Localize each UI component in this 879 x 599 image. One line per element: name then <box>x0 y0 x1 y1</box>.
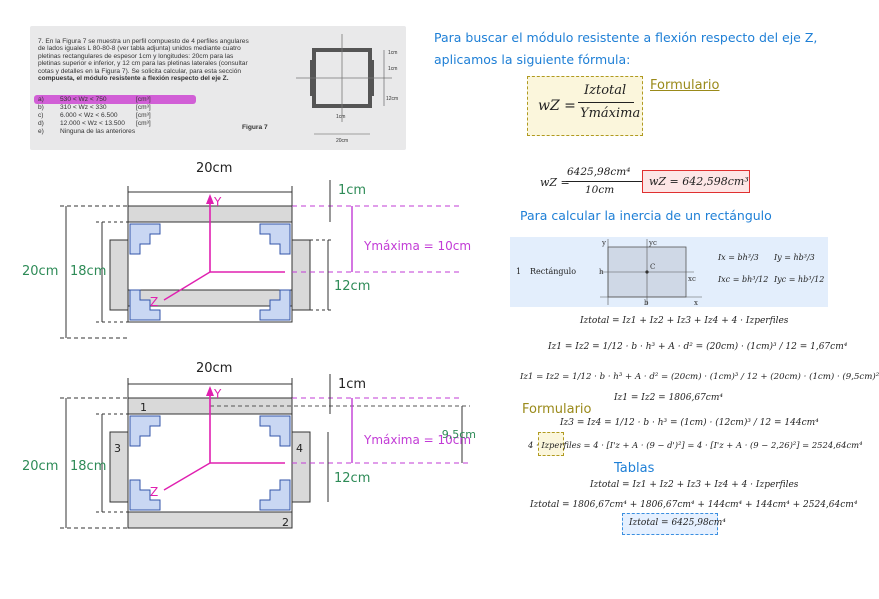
axis-label: b <box>644 299 649 307</box>
figure-7-drawing: 1cm 1cm 12cm 20cm 1cm <box>296 34 398 144</box>
plate-number-2: 2 <box>282 516 289 529</box>
option-d: d)12.000 < Wz < 13.500[cm³] <box>38 120 151 127</box>
heading-rectangulo: Para calcular la inercia de un rectángul… <box>520 208 772 223</box>
formula-box: wZ = Iztotal Ymáxima <box>527 76 643 136</box>
inertia-result-box: Iztotal = 6425,98cm⁴ <box>622 513 726 535</box>
problem-text: 7. En la Figura 7 se muestra un perfil c… <box>38 38 300 82</box>
fraction-bar <box>578 102 634 103</box>
formulario-dash-box <box>538 432 564 456</box>
dim-inner-height: 18cm <box>70 459 106 474</box>
dim-thickness: 1cm <box>338 183 366 198</box>
eq-total: Iztotal = Iz1 + Iz2 + Iz3 + Iz4 + 4 · Iz… <box>580 316 789 326</box>
axis-label: h <box>599 268 604 276</box>
tablas-label: Tablas <box>614 461 655 476</box>
ymax-label: Ymáxima = 10cm <box>363 433 471 447</box>
dim-top-width: 20cm <box>196 161 232 176</box>
option-b: b)310 < Wz < 330[cm³] <box>38 104 151 111</box>
option-a: a)530 < Wz < 750[cm³] <box>38 96 151 103</box>
formulario-label-2: Formulario <box>522 402 592 417</box>
fig-dim: 1cm <box>388 50 397 56</box>
plate-number-3: 3 <box>114 442 121 455</box>
problem-line: cotas y detalles en la Figura 7). Se sol… <box>38 67 242 75</box>
option-e: e)Ninguna de las anteriores <box>38 128 136 135</box>
axis-label: x <box>694 299 698 307</box>
dim-top-width: 20cm <box>196 361 232 376</box>
calc-arrow <box>634 181 644 182</box>
dim-side: 12cm <box>334 279 370 294</box>
section-diagram-2: 20cm 1cm 20cm 18cm 12cm Ymáxima = 10cm 9… <box>22 361 476 529</box>
dim-outer-height: 20cm <box>22 459 58 474</box>
figure-label: Figura 7 <box>242 124 268 131</box>
dim-distance: 9,5cm <box>442 428 476 441</box>
fig-dim: 1cm <box>388 66 397 72</box>
axis-y-label: Y <box>213 195 222 209</box>
result-box: wZ = 642,598cm³ <box>642 170 750 193</box>
fig-dim: 1cm <box>336 114 345 120</box>
axis-z-label: Z <box>150 485 158 499</box>
formula-iyc: Iyc = hb³/12 <box>774 275 825 284</box>
dim-side: 12cm <box>334 471 370 486</box>
eq-total-result: Iztotal = 6425,98cm⁴ <box>629 518 726 528</box>
heading-formula: aplicamos la siguiente fórmula: <box>434 52 631 67</box>
calc-denominator: 10cm <box>585 184 615 196</box>
problem-line: compuesta, el módulo resistente a flexió… <box>38 75 229 83</box>
formula-ix: Ix = bh³/3 <box>718 253 759 262</box>
formula-numerator: Iztotal <box>584 83 627 98</box>
calc-numerator: 6425,98cm⁴ <box>567 166 631 178</box>
heading-modulo: Para buscar el módulo resistente a flexi… <box>434 30 818 45</box>
section-diagram-1: 20cm 1cm 20cm 18cm 12cm Ymáxima = 10cm Y… <box>22 161 471 339</box>
axis-label: C <box>650 263 655 271</box>
problem-line: de lados iguales L 80-80-8 (ver tabla ad… <box>38 45 241 53</box>
axis-label: yc <box>648 239 657 247</box>
plate-number-1: 1 <box>140 401 147 414</box>
rectangle-table: 1 Rectángulo y yc h C xc b x Ix = bh³/3 … <box>510 237 828 307</box>
eq-side-plates: Iz3 = Iz4 = 1/12 · b · h³ = (1cm) · (12c… <box>560 418 819 428</box>
option-c: c)6.000 < Wz < 6.500[cm³] <box>38 112 151 119</box>
problem-photo: 7. En la Figura 7 se muestra un perfil c… <box>30 26 406 150</box>
problem-line: 7. En la Figura 7 se muestra un perfil c… <box>38 38 249 45</box>
eq-profiles: 4 · Izperfiles = 4 · [I'z + A · (9 − d')… <box>528 440 863 450</box>
table-shape-name: Rectángulo <box>530 267 577 276</box>
ymax-label: Ymáxima = 10cm <box>363 239 471 253</box>
formula-ixc: Ixc = bh³/12 <box>718 275 769 284</box>
eq-plates-1: Iz1 = Iz2 = 1/12 · b · h³ + A · d² = (20… <box>548 342 848 352</box>
eq-plates-result: Iz1 = Iz2 = 1806,67cm⁴ <box>614 393 723 403</box>
eq-total-sum: Iztotal = 1806,67cm⁴ + 1806,67cm⁴ + 144c… <box>530 500 858 510</box>
eq-plates-2: Iz1 = Iz2 = 1/12 · b · h³ + A · d² = (20… <box>520 372 879 382</box>
fig-dim: 12cm <box>386 96 398 102</box>
eq-total-2: Iztotal = Iz1 + Iz2 + Iz3 + Iz4 + 4 · Iz… <box>590 480 799 490</box>
calc-fraction-bar <box>566 181 634 182</box>
problem-line: pletinas rectangulares de espesor 1cm y … <box>38 52 234 60</box>
calc-lhs: wZ = <box>540 176 570 189</box>
answer-highlight <box>34 95 196 104</box>
formulario-label: Formulario <box>650 78 720 93</box>
dim-outer-height: 20cm <box>22 264 58 279</box>
problem-line: pletinas superior e inferior, y 12 cm pa… <box>38 60 248 68</box>
axis-label: xc <box>688 275 696 283</box>
formula-lhs: wZ = <box>538 98 576 114</box>
table-num: 1 <box>516 267 522 276</box>
fig-dim: 20cm <box>336 138 348 144</box>
dim-inner-height: 18cm <box>70 264 106 279</box>
rectangle-sketch: y yc h C xc b x <box>599 239 702 307</box>
axis-label: y <box>601 239 606 247</box>
plate-number-4: 4 <box>296 442 303 455</box>
axis-z-label: Z <box>150 295 158 309</box>
calc-result: wZ = 642,598cm³ <box>649 175 749 188</box>
formula-denominator: Ymáxima <box>580 106 641 121</box>
axis-y-label: Y <box>213 387 222 401</box>
formula-iy: Iy = hb³/3 <box>774 253 815 262</box>
dim-thickness: 1cm <box>338 377 366 392</box>
